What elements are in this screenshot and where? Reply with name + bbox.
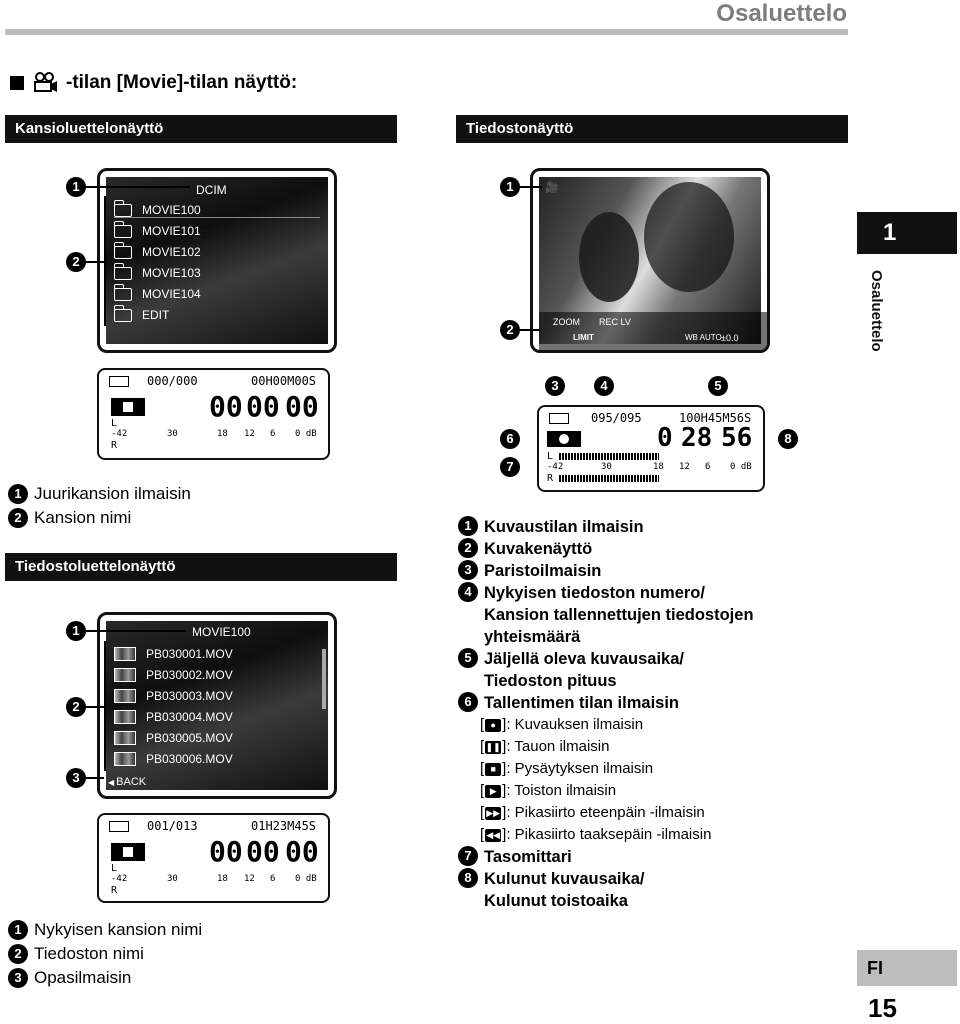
status-stop-icon: [111, 398, 145, 416]
folder-icon: [114, 241, 132, 259]
file-view-screen: 🎥 ZOOM REC LV LIMIT WB AUTO ±0.0: [530, 168, 770, 353]
wb-label: WB AUTO: [685, 333, 722, 342]
root-folder-label: DCIM: [196, 183, 227, 197]
folder-icon: [114, 199, 132, 217]
video-thumbnail: [114, 731, 136, 745]
status-item: [▶]: Toiston ilmaisin: [480, 782, 617, 799]
file-list-screen: MOVIE100 PB030001.MOV PB030002.MOV PB030…: [97, 612, 337, 799]
battery-icon: [109, 376, 129, 387]
callout-6: 6: [500, 429, 520, 449]
folder-icon: [114, 220, 132, 238]
folder-item[interactable]: MOVIE104: [114, 283, 201, 301]
video-thumbnail: [114, 668, 136, 682]
movie-mode-icon: 🎥: [545, 182, 559, 194]
header-rule: [5, 29, 848, 35]
folder-icon: [114, 304, 132, 322]
callout-5: 5: [708, 376, 728, 396]
file-item[interactable]: PB030005.MOV: [114, 731, 233, 745]
level-meter-right: [559, 475, 659, 482]
play-icon: ▶: [485, 784, 502, 798]
folder-item[interactable]: MOVIE102: [114, 241, 201, 259]
status-item: [◀◀]: Pikasiirto taaksepäin -ilmaisin: [480, 826, 712, 843]
file-item[interactable]: PB030004.MOV: [114, 710, 233, 724]
callout-2: 2: [66, 252, 86, 272]
file-item[interactable]: PB030006.MOV: [114, 752, 233, 766]
callout-2: 2: [66, 697, 86, 717]
current-folder-label: MOVIE100: [192, 625, 251, 639]
folder-list-bar: Kansioluettelonäyttö: [5, 115, 397, 143]
status-item: [●]: Kuvauksen ilmaisin: [480, 716, 644, 733]
folder-item[interactable]: MOVIE101: [114, 220, 201, 238]
status-item: [■]: Pysäytyksen ilmaisin: [480, 760, 654, 777]
battery-icon: [549, 413, 569, 424]
file-list-bar: Tiedostoluettelonäyttö: [5, 553, 397, 581]
status-item: [▶▶]: Pikasiirto eteenpäin -ilmaisin: [480, 804, 705, 821]
chapter-tab[interactable]: 1: [857, 212, 957, 254]
ev-label: ±0.0: [721, 333, 739, 343]
video-thumbnail: [114, 689, 136, 703]
folder-item[interactable]: MOVIE100: [114, 199, 201, 217]
callout-1: 1: [66, 621, 86, 641]
scrollbar[interactable]: [322, 649, 326, 709]
callout-7: 7: [500, 457, 520, 477]
video-thumbnail: [114, 752, 136, 766]
status-record-icon: [547, 431, 581, 447]
pause-icon: ❚❚: [485, 740, 502, 754]
callout-3: 3: [66, 768, 86, 788]
folder-item[interactable]: MOVIE103: [114, 262, 201, 280]
video-thumbnail: [114, 710, 136, 724]
chapter-label: Osaluettelo: [868, 270, 885, 352]
callout-1: 1: [66, 177, 86, 197]
page-header-title: Osaluettelo: [716, 0, 847, 27]
file-item[interactable]: PB030002.MOV: [114, 668, 233, 682]
callout-1: 1: [500, 177, 520, 197]
limit-label: LIMIT: [573, 333, 594, 342]
level-meter-left: [559, 453, 659, 460]
battery-icon: [109, 821, 129, 832]
file-list-lcd: 001/013 01H23M45S 00 00 00 L -42 30 18 1…: [97, 813, 330, 903]
file-view-lcd: 095/095 100H45M56S 0 28 56 L -42 30 18 1…: [537, 405, 765, 492]
rewind-icon: ◀◀: [485, 828, 502, 842]
fast-forward-icon: ▶▶: [485, 806, 502, 820]
section-title-text: -tilan [Movie]-tilan näyttö:: [66, 72, 298, 93]
section-title: -tilan [Movie]-tilan näyttö:: [10, 72, 297, 94]
bullet-square-icon: [10, 76, 24, 90]
video-preview-image: [539, 182, 767, 350]
page-number: 15: [868, 993, 897, 1023]
callout-2: 2: [500, 320, 520, 340]
folder-lcd: 000/000 00H00M00S 00 00 00 L -42 30 18 1…: [97, 368, 330, 460]
rec-lv-label: REC LV: [599, 317, 631, 327]
folder-icon: [114, 283, 132, 301]
callout-3: 3: [545, 376, 565, 396]
file-view-bar: Tiedostonäyttö: [456, 115, 848, 143]
language-tab[interactable]: FI: [857, 950, 957, 986]
file-item[interactable]: PB030001.MOV: [114, 647, 233, 661]
folder-icon: [114, 262, 132, 280]
status-stop-icon: [111, 843, 145, 861]
video-thumbnail: [114, 647, 136, 661]
folder-list-screen: DCIM MOVIE100 MOVIE101 MOVIE102 MOVIE103…: [97, 168, 337, 353]
status-item: [❚❚]: Tauon ilmaisin: [480, 738, 610, 755]
back-button[interactable]: ◀BACK: [108, 776, 147, 788]
file-item[interactable]: PB030003.MOV: [114, 689, 233, 703]
movie-camera-icon: [34, 72, 57, 92]
record-icon: ●: [485, 718, 502, 732]
callout-8: 8: [778, 429, 798, 449]
zoom-label: ZOOM: [553, 317, 580, 327]
callout-4: 4: [594, 376, 614, 396]
folder-item[interactable]: EDIT: [114, 304, 169, 322]
stop-icon: ■: [485, 762, 502, 776]
